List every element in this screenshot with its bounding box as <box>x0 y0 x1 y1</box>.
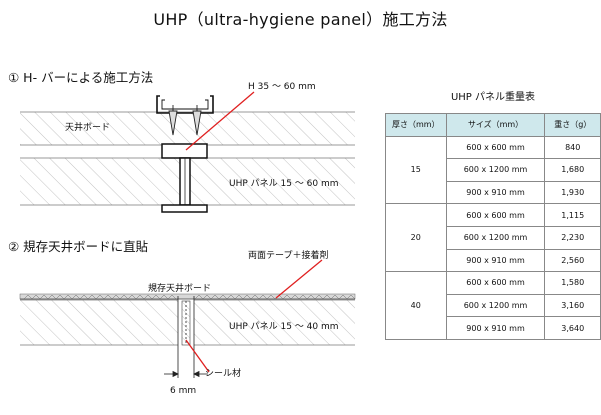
table-row: 900 x 910 mm 3,640 <box>386 316 601 340</box>
table-row: 900 x 910 mm 1,930 <box>386 180 601 205</box>
section2-heading: ② 規存天井ボードに直貼 <box>8 239 149 254</box>
gap-dimension <box>164 345 208 378</box>
weight-cell: 2,230 <box>544 225 601 250</box>
uhp-panel-2 <box>20 299 355 346</box>
panel-label-1: UHP パネル 15 ～ 60 mm <box>229 179 339 189</box>
size-cell: 600 x 1200 mm <box>445 225 546 250</box>
weight-cell: 1,580 <box>544 271 601 295</box>
size-cell: 600 x 600 mm <box>445 203 546 227</box>
table-row: 20 600 x 600 mm 1,115 <box>385 203 601 273</box>
header-weight: 重さ（g） <box>544 113 601 137</box>
table-row: 900 x 910 mm 2,560 <box>386 248 601 273</box>
sealant-leader-line <box>185 339 210 373</box>
thickness-cell: 20 <box>385 203 447 273</box>
size-cell: 900 x 910 mm <box>445 316 546 340</box>
ceiling-board-label: 天井ボード <box>65 123 111 133</box>
weight-cell: 3,160 <box>544 293 601 318</box>
table-row: 15 600 x 600 mm 840 <box>385 135 601 205</box>
existing-board-label: 規存天井ボード <box>148 284 212 294</box>
gap-label: 6 mm <box>170 386 197 396</box>
thickness-cell: 40 <box>385 271 447 340</box>
panel-label-2: UHP パネル 15 ～ 40 mm <box>229 322 339 332</box>
header-size: サイズ（mm） <box>445 113 546 137</box>
table-row: 600 x 1200 mm 3,160 <box>386 293 601 318</box>
existing-board-2 <box>19 293 356 300</box>
table-header-row: 厚さ（mm） サイズ（mm） 重さ（g） <box>385 113 601 137</box>
weight-cell: 840 <box>544 135 601 160</box>
screw-icon <box>168 105 202 136</box>
page-title: UHP（ultra-hygiene panel）施工方法 <box>153 10 448 29</box>
tape-glue-label: 両面テープ＋接着剤 <box>248 251 329 261</box>
weight-cell: 2,560 <box>544 248 601 273</box>
header-thickness: 厚さ（mm） <box>385 113 447 137</box>
weight-table: 厚さ（mm） サイズ（mm） 重さ（g） 15 600 x 600 mm 840… <box>385 113 601 340</box>
size-cell: 600 x 1200 mm <box>445 293 546 318</box>
table-caption: UHP パネル重量表 <box>450 92 536 103</box>
size-cell: 900 x 910 mm <box>445 180 546 205</box>
weight-cell: 3,640 <box>544 316 601 340</box>
sealant-label: シール材 <box>205 369 242 379</box>
weight-cell: 1,930 <box>544 180 601 205</box>
size-cell: 600 x 1200 mm <box>445 158 546 182</box>
size-cell: 600 x 600 mm <box>445 135 546 160</box>
table-row: 40 600 x 600 mm 1,580 <box>385 271 601 340</box>
ceiling-board-1 <box>20 111 355 146</box>
section1-heading: ① H- バーによる施工方法 <box>8 70 154 85</box>
thickness-cell: 15 <box>385 135 447 205</box>
size-cell: 600 x 600 mm <box>445 271 546 295</box>
hbar-leader-line <box>185 91 255 151</box>
hbar-icon <box>161 143 208 213</box>
weight-cell: 1,680 <box>544 158 601 182</box>
sealant-joint <box>177 296 195 346</box>
weight-cell: 1,115 <box>544 203 601 227</box>
size-cell: 900 x 910 mm <box>445 248 546 273</box>
hbar-channel <box>156 95 214 114</box>
tape-leader-line <box>275 259 323 299</box>
hbar-size-label: H 35 ～ 60 mm <box>248 82 316 92</box>
